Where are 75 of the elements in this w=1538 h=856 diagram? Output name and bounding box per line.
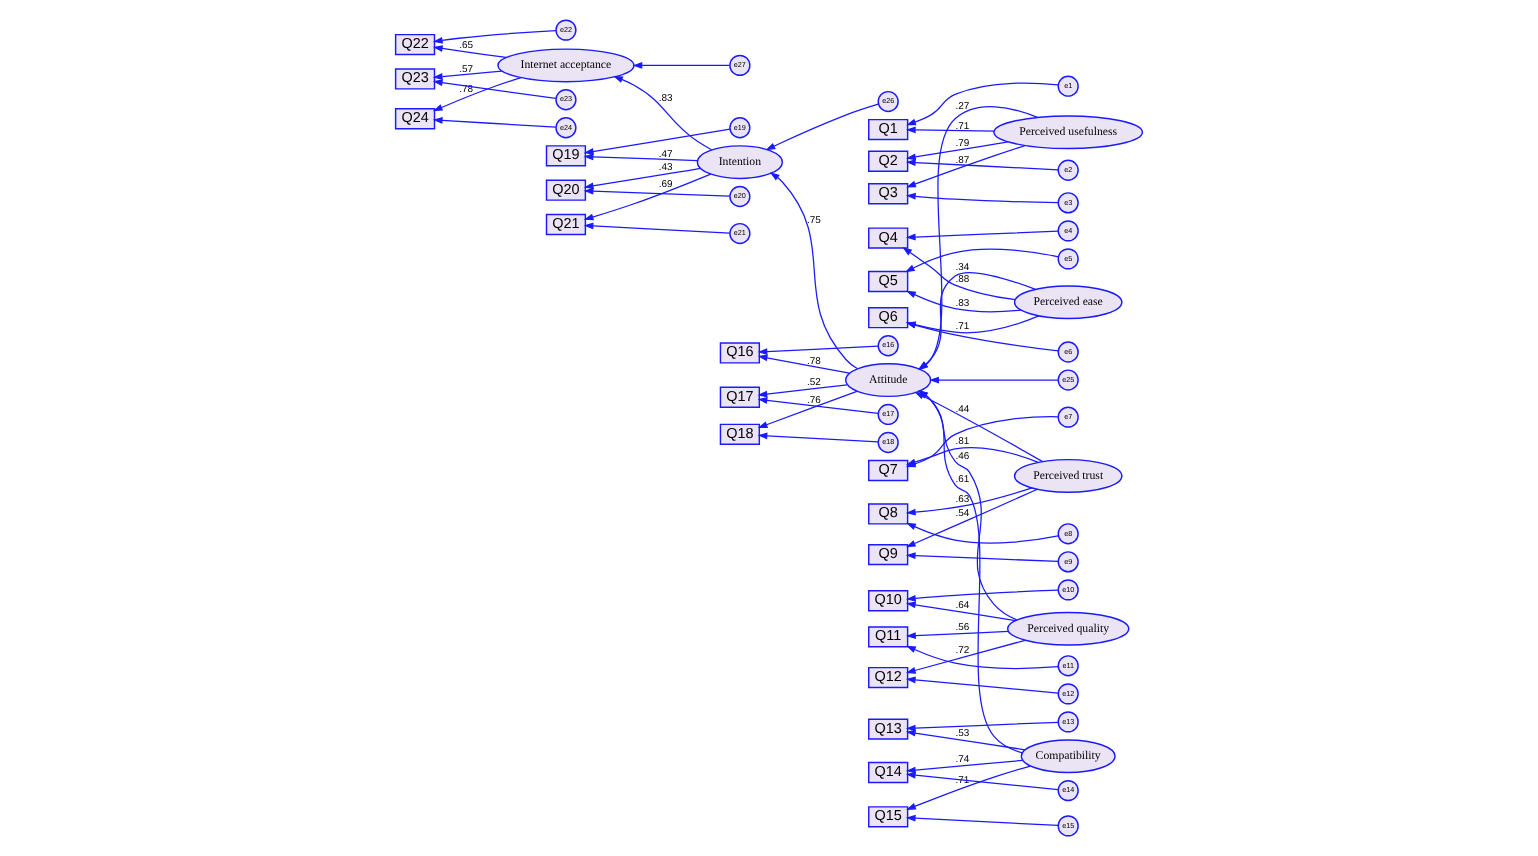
arrow: [905, 589, 1059, 602]
node-box: Q11: [868, 626, 909, 648]
arrow: [757, 396, 879, 414]
arrow: [757, 432, 879, 443]
node-box: Q21: [545, 213, 587, 236]
arrow: [906, 522, 1059, 544]
node-box: Q16: [719, 342, 761, 364]
node-box: Q10: [868, 590, 909, 612]
arrow: [906, 630, 1010, 640]
arrow: [905, 230, 1059, 241]
arrow: [906, 645, 1059, 669]
arrow: [905, 159, 1059, 171]
arrow: [583, 222, 731, 234]
node-box: Q14: [868, 761, 909, 784]
arrow: [432, 70, 503, 80]
node-box: Q22: [394, 33, 436, 56]
arrow: [905, 771, 1059, 791]
arrow: [906, 290, 1022, 313]
arrow: [905, 488, 1038, 548]
arrow: [905, 814, 1059, 827]
node-box: Q1: [868, 118, 909, 141]
arrow: [432, 29, 557, 44]
arrow: [905, 487, 1033, 516]
arrow: [757, 354, 851, 374]
arrow: [432, 79, 557, 100]
node-box: Q6: [868, 307, 909, 329]
arrow: [613, 76, 713, 151]
arrow: [905, 639, 1026, 674]
arrow: [432, 116, 557, 128]
arrow: [432, 45, 507, 59]
arrow: [905, 601, 1017, 622]
node-box: Q7: [868, 459, 909, 482]
node-box: Q24: [394, 108, 436, 130]
node-box: Q18: [719, 423, 761, 445]
node-box: Q3: [868, 183, 909, 205]
node-box: Q17: [719, 386, 761, 408]
node-box: Q9: [868, 543, 909, 566]
node-box: Q15: [868, 806, 909, 828]
node-box: Q13: [868, 718, 909, 740]
node-box: Q19: [545, 145, 587, 167]
arrow: [905, 552, 1059, 563]
arrow: [583, 153, 698, 162]
arrow: [632, 61, 731, 69]
node-box: Q5: [868, 270, 909, 293]
arrow: [769, 172, 858, 370]
arrow: [905, 192, 1059, 204]
arrow: [906, 82, 1059, 126]
node-box: Q4: [868, 227, 909, 249]
node-box: Q23: [394, 68, 436, 90]
arrow: [905, 759, 1024, 774]
arrow: [906, 144, 1026, 188]
arrow: [902, 247, 1016, 301]
arrow: [905, 321, 1059, 352]
node-box: Q12: [868, 666, 909, 689]
arrow: [906, 765, 1032, 810]
arrow: [757, 345, 879, 356]
node-box: Q20: [545, 179, 587, 201]
arrow: [757, 384, 848, 398]
node-box: Q8: [868, 503, 909, 525]
arrow: [905, 721, 1059, 732]
arrow: [757, 390, 858, 429]
arrow: [583, 128, 731, 155]
arrow: [583, 173, 712, 221]
arrow: [906, 141, 1009, 161]
arrow: [905, 126, 995, 134]
arrow: [765, 103, 879, 151]
arrow: [432, 77, 522, 112]
arrow: [905, 729, 1026, 751]
node-box: Q2: [868, 150, 909, 172]
arrow: [929, 376, 1059, 384]
arrow: [583, 187, 731, 197]
arrow: [905, 315, 1040, 334]
arrow: [904, 248, 1060, 273]
arrow: [905, 676, 1059, 694]
arrow: [583, 167, 702, 190]
